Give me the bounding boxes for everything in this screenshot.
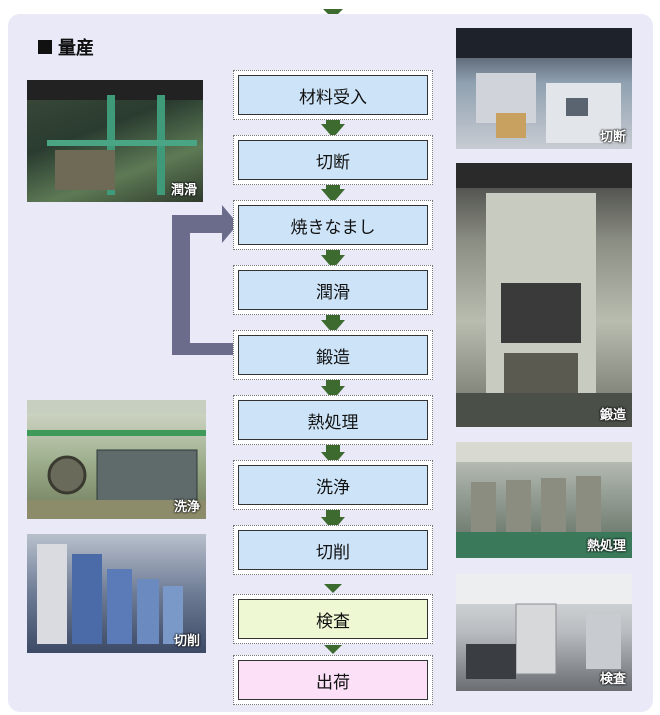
step-label: 洗浄 xyxy=(238,465,428,505)
step-label: 検査 xyxy=(238,599,428,639)
step-heat-treatment: 熱処理 xyxy=(233,395,433,445)
step-label: 切削 xyxy=(238,530,428,570)
photo-cutting: 切断 xyxy=(456,28,632,149)
photo-heat-treatment: 熱処理 xyxy=(456,442,632,558)
photo-caption: 検査 xyxy=(599,672,626,687)
step-label: 出荷 xyxy=(238,660,428,700)
photo-forging: 鍛造 xyxy=(456,163,632,427)
arrow-7 xyxy=(321,506,345,531)
step-label: 切断 xyxy=(238,140,428,180)
step-washing: 洗浄 xyxy=(233,460,433,510)
arrow-5 xyxy=(321,376,345,400)
step-label: 焼きなまし xyxy=(238,205,428,245)
step-cutting: 切断 xyxy=(233,135,433,185)
step-lubrication: 潤滑 xyxy=(233,265,433,315)
square-bullet-icon xyxy=(38,40,52,54)
photo-inspection: 検査 xyxy=(456,574,632,691)
step-machining: 切削 xyxy=(233,525,433,575)
step-annealing: 焼きなまし xyxy=(233,200,433,250)
section-title-text: 量産 xyxy=(58,38,94,59)
step-forging: 鍛造 xyxy=(233,330,433,380)
loop-back-arrow xyxy=(172,205,238,355)
step-label: 鍛造 xyxy=(238,335,428,375)
photo-machining: 切削 xyxy=(27,534,206,653)
arrow-6 xyxy=(321,441,345,466)
photo-caption: 切削 xyxy=(173,634,200,649)
photo-caption: 鍛造 xyxy=(599,408,626,423)
photo-caption: 潤滑 xyxy=(170,183,197,198)
photo-washing: 洗浄 xyxy=(27,400,206,519)
photo-caption: 切断 xyxy=(599,130,626,145)
photo-caption: 洗浄 xyxy=(173,500,200,515)
photo-caption: 熱処理 xyxy=(586,539,626,554)
step-shipping: 出荷 xyxy=(233,655,433,705)
arrow-9 xyxy=(324,645,342,654)
step-label: 熱処理 xyxy=(238,400,428,440)
step-label: 潤滑 xyxy=(238,270,428,310)
photo-lubrication: 潤滑 xyxy=(27,80,203,202)
step-inspection: 検査 xyxy=(233,594,433,644)
arrow-8 xyxy=(324,584,342,593)
section-title: 量産 xyxy=(38,34,94,60)
step-label: 材料受入 xyxy=(238,75,428,115)
step-material-receiving: 材料受入 xyxy=(233,70,433,120)
